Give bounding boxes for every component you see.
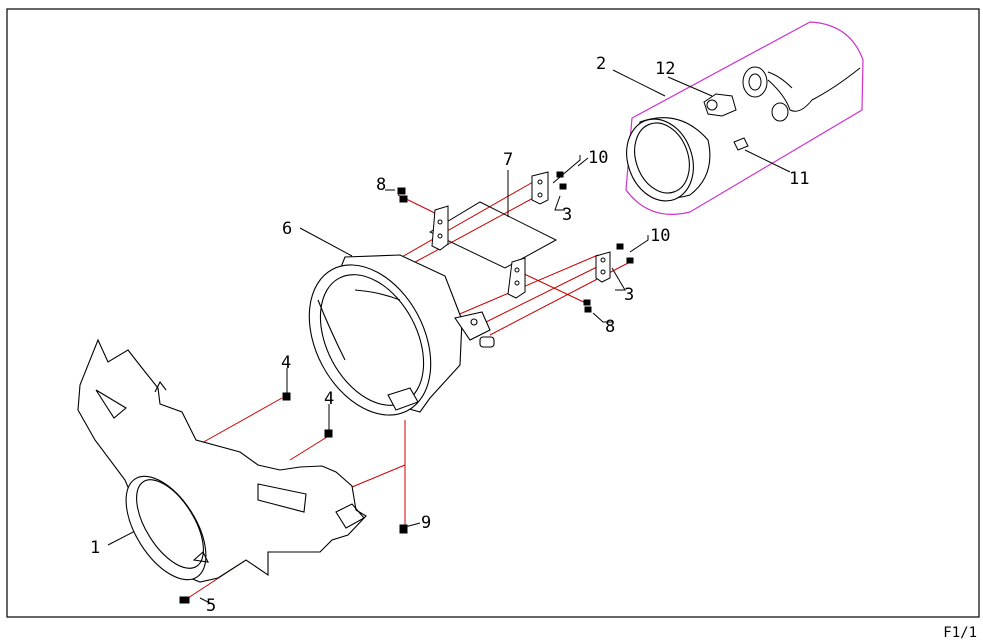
drawing-frame [6,8,980,618]
callout-9: 9 [421,513,431,533]
callout-12: 12 [655,59,675,79]
leader-lines [107,69,791,604]
callout-10-upper: 10 [588,148,608,168]
callout-1: 1 [90,538,100,558]
callout-7: 7 [503,150,513,170]
callout-6: 6 [282,219,292,239]
callout-8-upper: 8 [376,175,386,195]
callout-2: 2 [596,54,606,74]
clip-11 [733,137,749,151]
brackets-3 [431,171,611,299]
callout-5: 5 [206,596,216,616]
headlight-unit-2 [626,117,711,202]
bulb-socket-harness [742,66,861,122]
plate-7 [428,201,558,269]
fasteners [179,171,634,604]
callout-4-left: 4 [281,353,291,373]
callout-10-lower: 10 [650,226,670,246]
headlight-housing-6 [308,254,495,416]
front-cover-1 [77,338,367,583]
assembly-lines [187,177,631,599]
callout-4-right: 4 [324,389,334,409]
callout-11: 11 [789,169,809,189]
headlight-group-box [625,21,864,215]
callout-3-upper: 3 [562,205,572,225]
page-label: F1/1 [943,625,977,641]
callout-8-lower: 8 [605,317,615,337]
callout-3-lower: 3 [624,285,634,305]
bulb-12 [703,93,737,117]
